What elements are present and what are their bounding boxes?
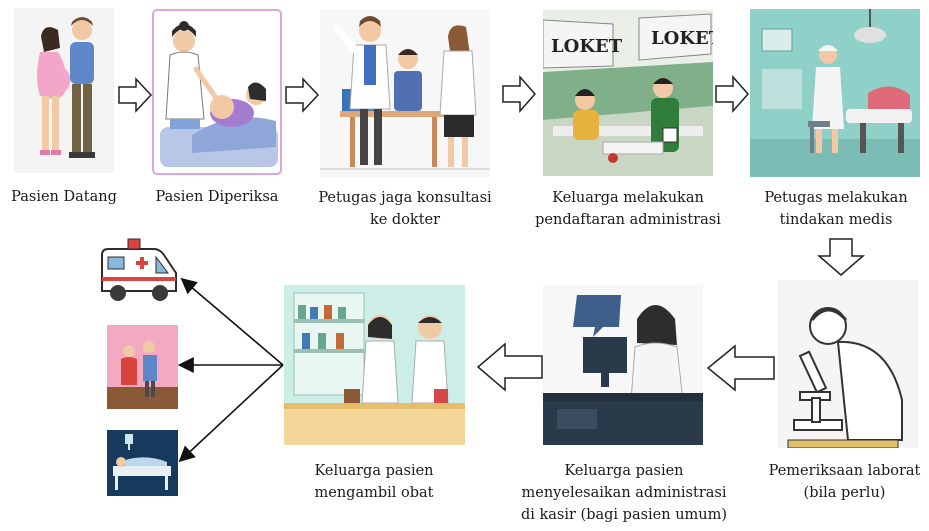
loket-sign-right: LOKET <box>651 28 713 49</box>
branch-arrow-ambulance <box>180 277 284 366</box>
going-home-icon <box>107 325 178 409</box>
caption-patient-arrives: Pasien Datang <box>11 189 117 205</box>
caption-lab-examination: Pemeriksaan laborat (bila perlu) <box>768 463 921 501</box>
flow-arrow-left-2 <box>476 342 543 392</box>
duty-officer-consult-illustration <box>320 9 490 177</box>
caption-patient-examined: Pasien Diperiksa <box>155 189 279 205</box>
lab-examination-illustration <box>778 280 918 448</box>
flow-arrow-right-4 <box>715 75 750 113</box>
family-registration-illustration: LOKET LOKET <box>543 10 713 176</box>
flow-arrow-left-1 <box>706 344 775 392</box>
caption-family-registration: Keluarga melakukan pendaftaran administr… <box>535 190 721 228</box>
ambulance-icon <box>98 235 180 307</box>
patient-examined-illustration <box>152 9 282 175</box>
caption-cashier: Keluarga pasien menyelesaikan administra… <box>520 463 728 523</box>
hospitalized-icon <box>107 430 178 496</box>
caption-pharmacy: Keluarga pasien mengambil obat <box>314 463 434 501</box>
cashier-illustration <box>543 285 703 445</box>
flow-arrow-right-3 <box>502 75 537 113</box>
pharmacy-illustration <box>284 285 465 445</box>
patient-arrives-illustration <box>14 8 114 173</box>
loket-sign-left: LOKET <box>551 36 623 57</box>
branch-arrow-inpatient <box>178 364 284 463</box>
flow-arrow-right-1 <box>118 77 153 113</box>
flow-arrow-down <box>816 238 866 276</box>
medical-action-illustration <box>750 9 920 177</box>
flow-arrow-right-2 <box>285 77 320 113</box>
caption-medical-action: Petugas melakukan tindakan medis <box>764 190 908 228</box>
caption-duty-officer-consult: Petugas jaga konsultasi ke dokter <box>318 190 492 228</box>
